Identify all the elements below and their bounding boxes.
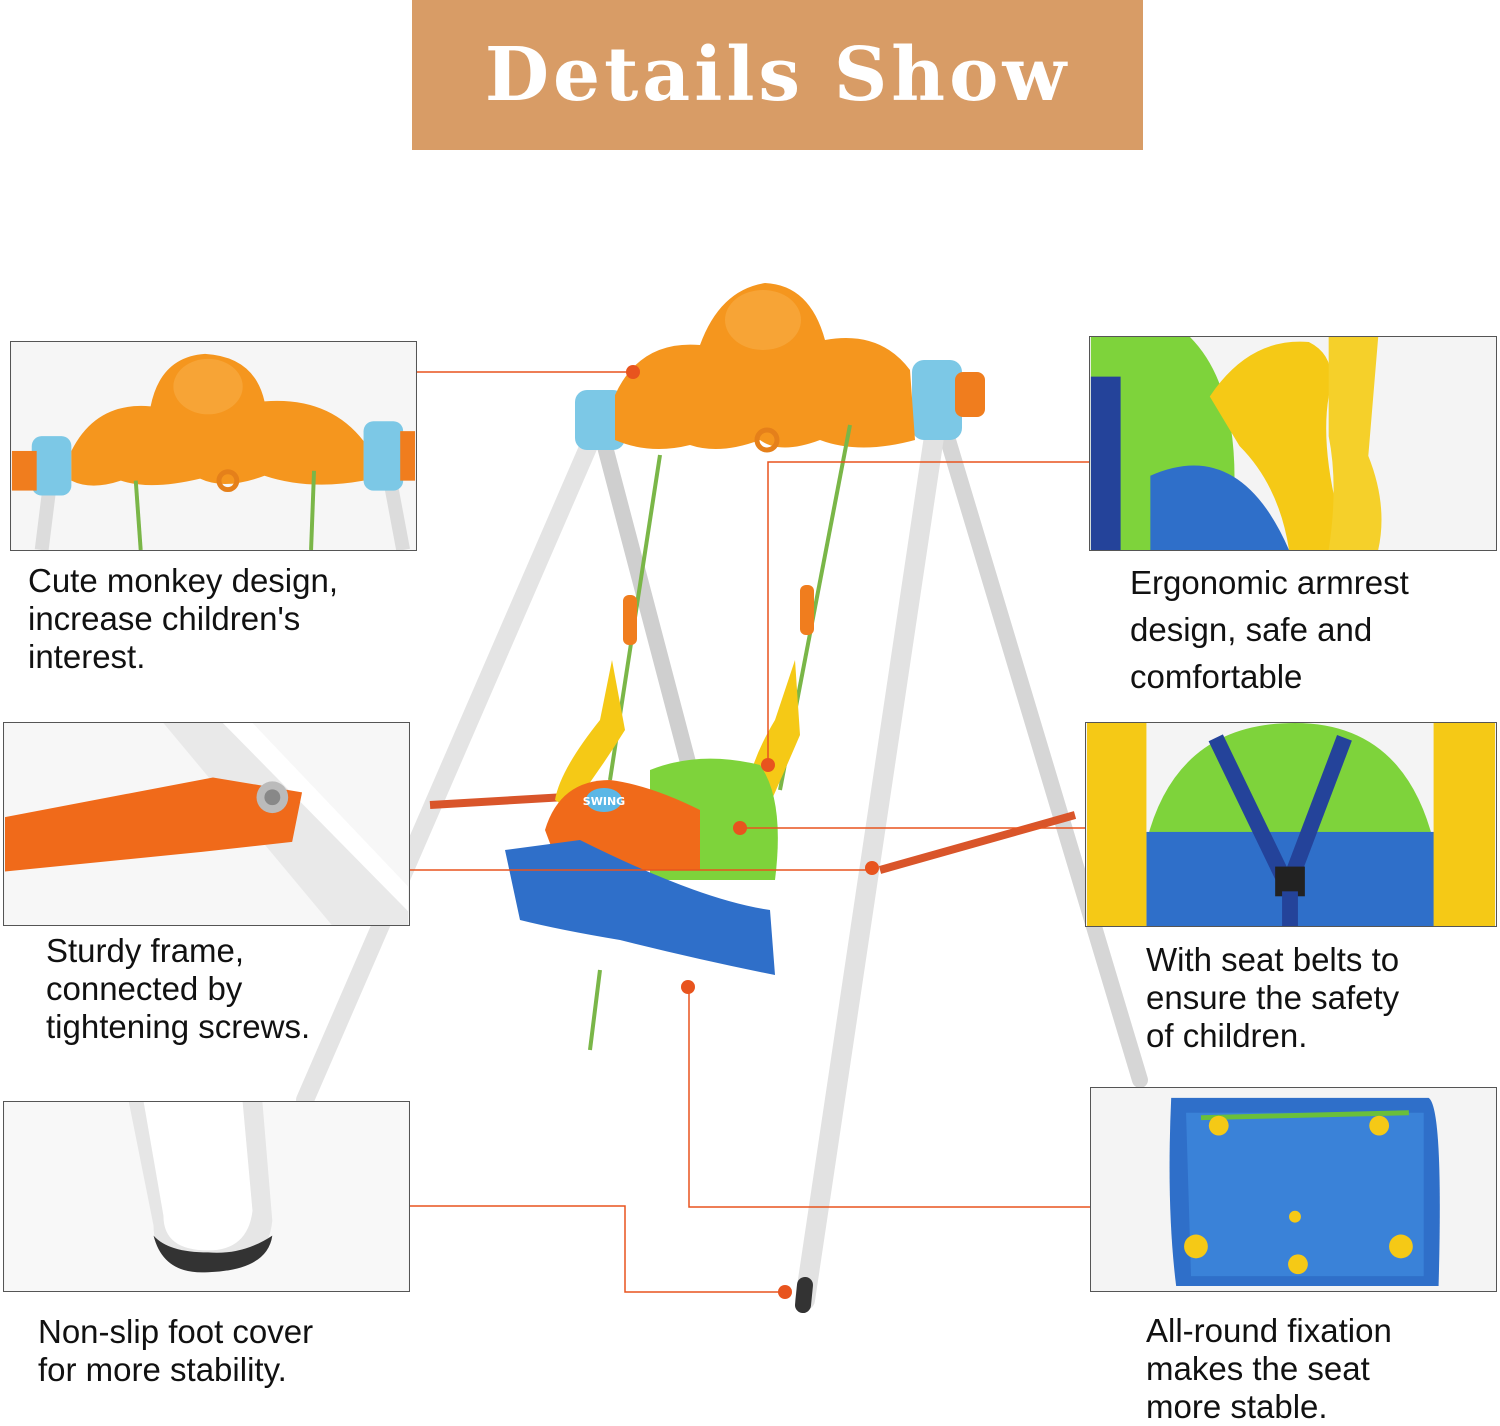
caption-armrest-line-3: comfortable bbox=[1130, 658, 1303, 695]
fixation-detail-panel bbox=[1090, 1087, 1497, 1292]
frame-detail-panel bbox=[3, 722, 410, 926]
caption-seatbelt-line-2: ensure the safety bbox=[1146, 979, 1400, 1016]
caption-monkey-line-3: interest. bbox=[28, 638, 146, 675]
caption-armrest-line-1: Ergonomic armrest bbox=[1130, 564, 1409, 601]
caption-monkey-line-1: Cute monkey design, bbox=[28, 562, 339, 599]
caption-foot-line-1: Non-slip foot cover bbox=[38, 1313, 314, 1350]
foot-detail-panel bbox=[3, 1101, 410, 1292]
seatbelt-detail-panel bbox=[1085, 722, 1497, 927]
caption-armrest-line-2: design, safe and bbox=[1130, 611, 1373, 648]
caption-frame: Sturdy frame, connected by tightening sc… bbox=[46, 932, 310, 1046]
caption-frame-line-2: connected by bbox=[46, 970, 243, 1007]
caption-seatbelt: With seat belts to ensure the safety of … bbox=[1146, 941, 1399, 1055]
caption-fixation-line-1: All-round fixation bbox=[1146, 1312, 1392, 1349]
caption-fixation-line-3: more stable. bbox=[1146, 1388, 1328, 1425]
caption-frame-line-1: Sturdy frame, bbox=[46, 932, 245, 969]
caption-foot-line-2: for more stability. bbox=[38, 1351, 287, 1388]
monkey-detail-panel bbox=[10, 341, 417, 551]
caption-fixation: All-round fixation makes the seat more s… bbox=[1146, 1312, 1392, 1426]
caption-frame-line-3: tightening screws. bbox=[46, 1008, 311, 1045]
caption-armrest: Ergonomic armrest design, safe and comfo… bbox=[1130, 559, 1409, 700]
caption-foot: Non-slip foot cover for more stability. bbox=[38, 1313, 313, 1389]
title-banner: Details Show bbox=[412, 0, 1143, 150]
caption-seatbelt-line-1: With seat belts to bbox=[1146, 941, 1400, 978]
banner-title: Details Show bbox=[484, 32, 1071, 118]
caption-monkey: Cute monkey design, increase children's … bbox=[28, 562, 338, 676]
caption-fixation-line-2: makes the seat bbox=[1146, 1350, 1370, 1387]
caption-monkey-line-2: increase children's bbox=[28, 600, 301, 637]
caption-seatbelt-line-3: of children. bbox=[1146, 1017, 1308, 1054]
seat-badge: SWING bbox=[583, 795, 625, 808]
armrest-detail-panel bbox=[1089, 336, 1497, 551]
